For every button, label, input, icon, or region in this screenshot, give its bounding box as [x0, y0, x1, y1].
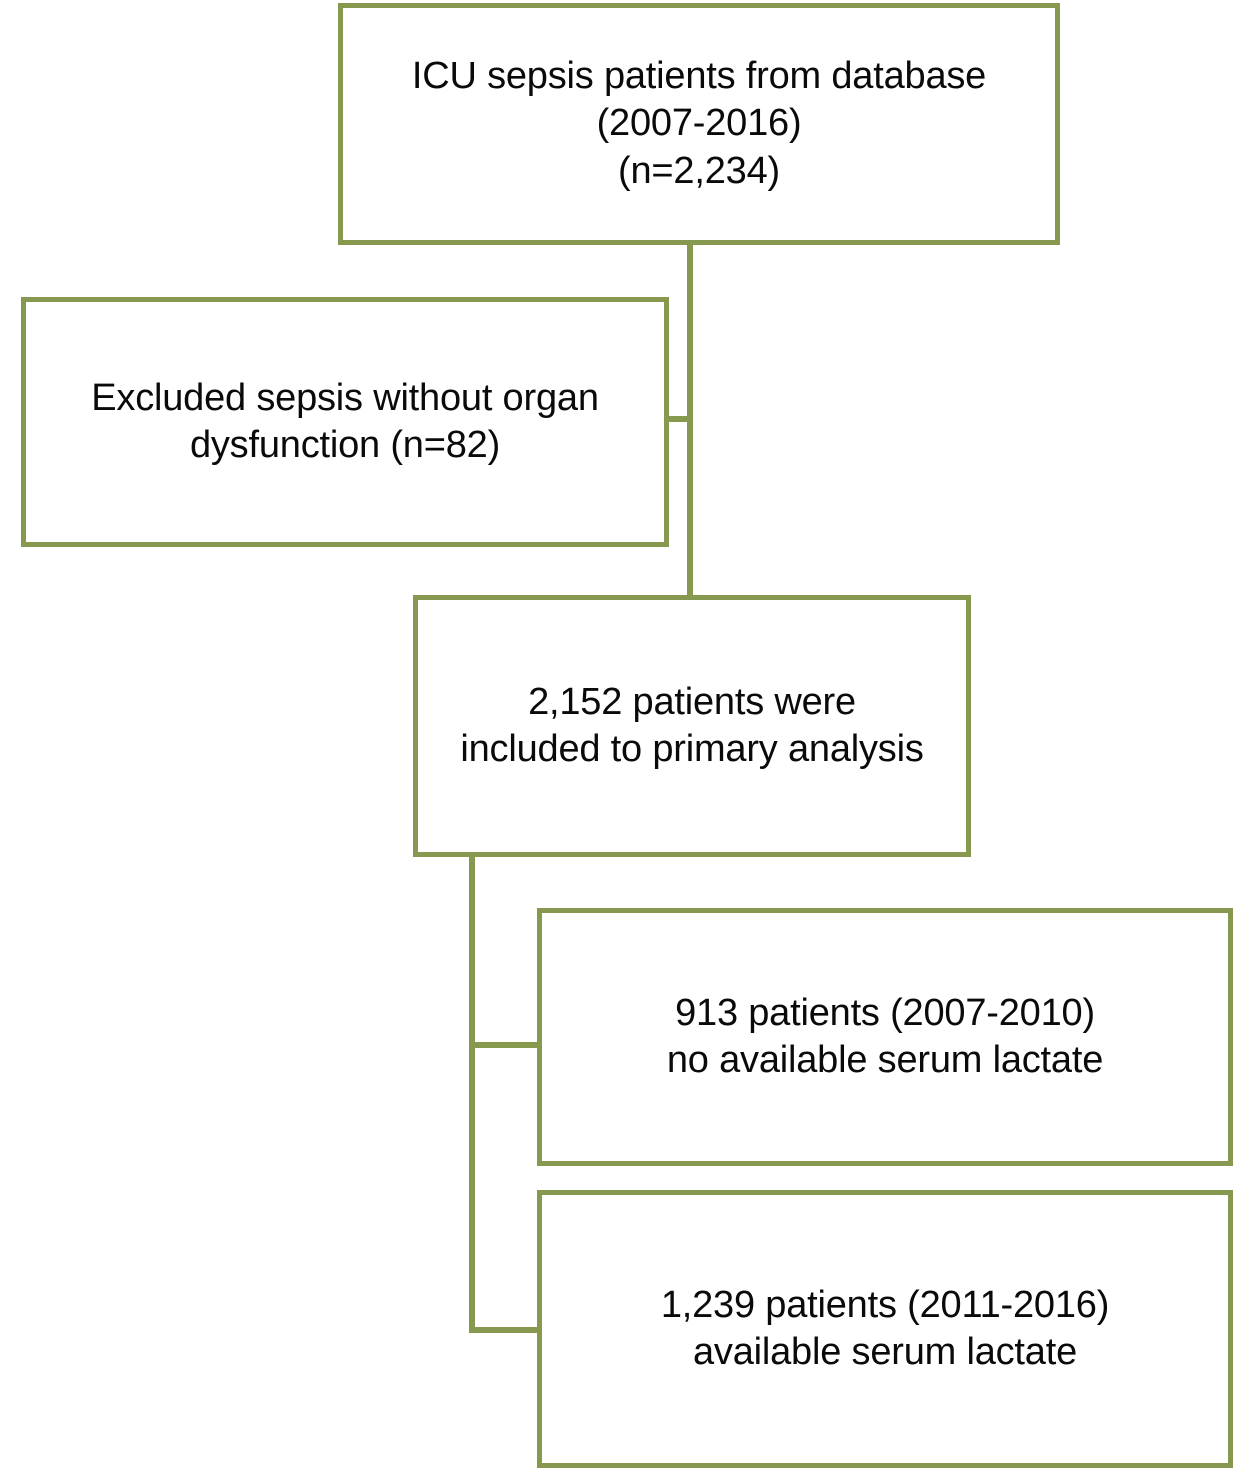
- flow-node-included-primary-analysis-label: 2,152 patients were included to primary …: [460, 680, 924, 771]
- flow-node-no-serum-lactate-label: 913 patients (2007-2010) no available se…: [666, 991, 1104, 1082]
- flow-node-excluded-label: Excluded sepsis without organ dysfunctio…: [91, 376, 599, 467]
- flow-node-source-population: ICU sepsis patients from database (2007-…: [338, 3, 1060, 245]
- flow-node-no-serum-lactate: 913 patients (2007-2010) no available se…: [537, 908, 1233, 1166]
- connector-source-to-excluded: [665, 416, 691, 422]
- connector-included-trunk: [469, 855, 475, 1333]
- connector-included-to-has-lactate: [469, 1327, 541, 1333]
- flow-node-available-serum-lactate: 1,239 patients (2011-2016) available ser…: [537, 1190, 1233, 1468]
- flow-node-available-serum-lactate-label: 1,239 patients (2011-2016) available ser…: [660, 1283, 1110, 1374]
- flow-node-source-population-label: ICU sepsis patients from database (2007-…: [411, 54, 987, 192]
- flow-node-included-primary-analysis: 2,152 patients were included to primary …: [413, 595, 971, 857]
- flow-node-excluded: Excluded sepsis without organ dysfunctio…: [21, 297, 669, 547]
- connector-included-to-no-lactate: [469, 1042, 541, 1048]
